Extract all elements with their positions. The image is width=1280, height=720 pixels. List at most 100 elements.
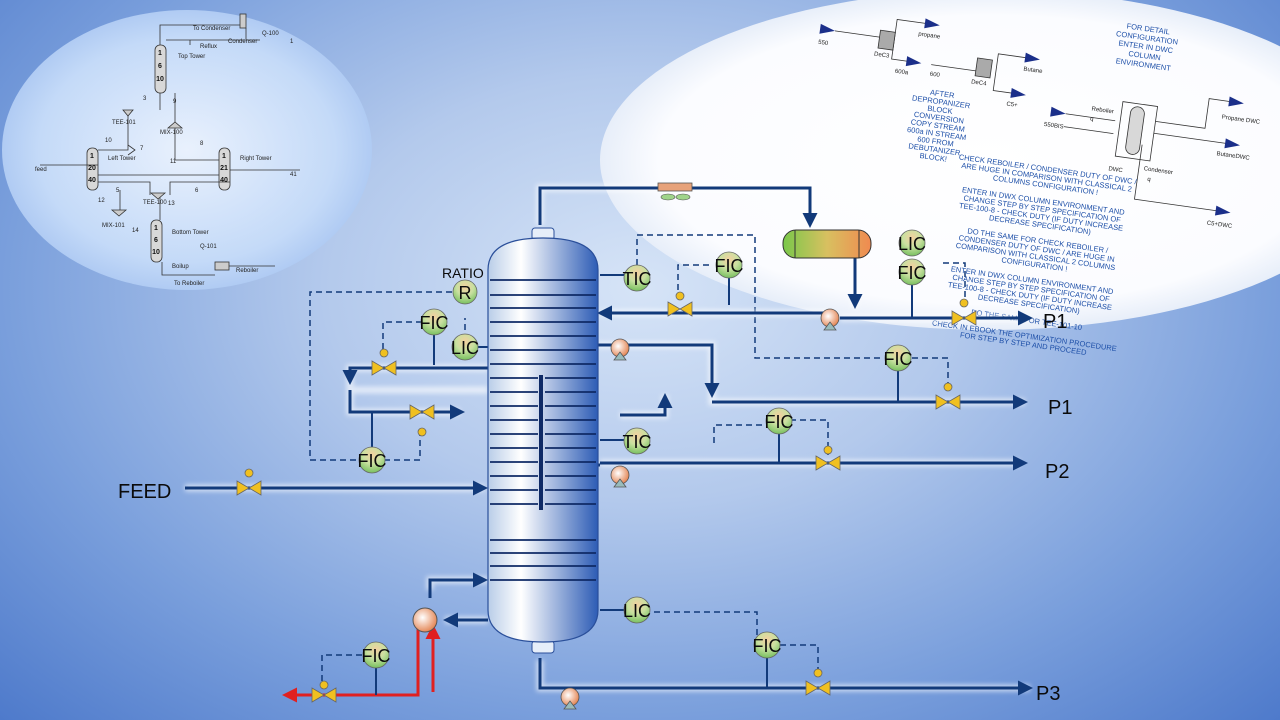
sketch-label: Reflux <box>200 44 217 50</box>
control-valves <box>236 291 977 703</box>
sketch-label: 7 <box>140 146 144 152</box>
instrument-lic-left[interactable]: LIC <box>451 333 479 361</box>
sketch-label: MIX-101 <box>102 223 125 229</box>
feed-label: FEED <box>118 481 171 503</box>
instrument-label: LIC <box>623 601 651 621</box>
sketch-label: propane <box>918 32 941 41</box>
sketch-label: DeC3 <box>874 52 891 60</box>
instrument-label: FIC <box>884 349 913 369</box>
sketch-label: To Reboiler <box>174 281 204 287</box>
instrument-tic-top[interactable]: TIC <box>623 264 652 292</box>
tower-number: 40 <box>220 177 228 184</box>
sketch-label: 6 <box>195 188 199 194</box>
sketch-label: q <box>1090 116 1094 122</box>
sketch-label: 3 <box>143 96 147 102</box>
instrument-label: FIC <box>420 313 449 333</box>
product-label-p1: P1 <box>1048 397 1072 419</box>
note-line: BLOCK! <box>919 151 948 164</box>
instrument-fic-reboiler[interactable]: FIC <box>362 641 391 669</box>
instrument-label: FIC <box>358 451 387 471</box>
instrument-tic-mid[interactable]: TIC <box>623 427 652 455</box>
sketch-label: feed <box>35 167 47 173</box>
instrument-fic-left-upper[interactable]: FIC <box>420 308 449 336</box>
valve-icon <box>371 348 397 376</box>
sketch-label: Left Tower <box>108 156 136 162</box>
instrument-lic-bottom[interactable]: LIC <box>623 596 651 624</box>
right-highlight-ellipse <box>600 0 1280 330</box>
valve-icon <box>815 445 841 471</box>
instrument-label: LIC <box>898 234 926 254</box>
process-pipes <box>185 184 1033 703</box>
instrument-fic-mid[interactable]: FIC <box>884 344 913 372</box>
pump-icon <box>610 338 630 361</box>
valve-icon <box>667 291 693 317</box>
sketch-label: Reboiler <box>236 268 258 274</box>
product-label-p3: P3 <box>1036 683 1060 705</box>
tower-number: 1 <box>90 153 94 160</box>
sketch-label: Reboiler <box>1091 106 1114 115</box>
instrument-ratio[interactable]: R <box>452 279 478 305</box>
top-left-flowsheet <box>40 13 300 276</box>
sketch-label: Bottom Tower <box>172 230 209 236</box>
instrument-fic-left-lower[interactable]: FIC <box>358 446 387 474</box>
tower-number: 21 <box>220 165 228 172</box>
valve-icon <box>311 680 337 703</box>
sketch-label: 41 <box>290 172 297 178</box>
sketch-label: Boilup <box>172 264 189 270</box>
sketch-label: 8 <box>200 141 204 147</box>
pump-icon <box>820 308 840 331</box>
valve-icon <box>951 298 977 326</box>
instrument-label: FIC <box>898 263 927 283</box>
signal-lines <box>309 234 966 685</box>
sketch-label: DWC <box>1108 166 1124 174</box>
instrument-label: FIC <box>362 646 391 666</box>
sketch-label: 11 <box>170 159 177 165</box>
sketch-label: TEE-100 <box>143 200 167 206</box>
sketch-label: 550BIS <box>1044 122 1064 131</box>
instrument-fic-bottom[interactable]: FIC <box>753 631 782 659</box>
sketch-label: Condenser <box>228 39 257 45</box>
top-left-sketch-labels: To Condenser Q-100 Reflux Condenser 1 To… <box>35 26 297 287</box>
instruments: TIC FIC LIC FIC FIC LIC R FIC TIC FIC FI… <box>358 229 927 669</box>
valve-icon <box>409 404 435 437</box>
instrument-label: LIC <box>451 338 479 358</box>
instrument-fic-drum[interactable]: FIC <box>898 258 927 286</box>
sketch-label: Butane <box>1023 67 1043 76</box>
tower-number: 10 <box>156 76 164 83</box>
instrument-fic-top-right[interactable]: FIC <box>715 251 744 279</box>
valve-icon <box>935 382 961 410</box>
left-highlight-ellipse <box>2 10 372 290</box>
sketch-label: Condenser <box>1143 166 1173 176</box>
tower-number: 10 <box>152 249 160 256</box>
instrument-label: FIC <box>753 636 782 656</box>
ratio-symbol: R <box>459 283 472 303</box>
tower-number: 1 <box>222 153 226 160</box>
sketch-label: 600 <box>929 72 940 79</box>
sketch-label: Q-100 <box>262 31 279 37</box>
top-left-tower-numbers: 1 6 10 1 20 40 1 21 40 1 6 10 <box>88 50 228 256</box>
sketch-label: Top Tower <box>178 54 205 60</box>
sketch-label: ButaneDWC <box>1216 151 1251 162</box>
tower-number: 1 <box>158 50 162 57</box>
tower-number: 20 <box>88 165 96 172</box>
sketch-label: 550 <box>818 40 829 47</box>
sketch-label: Propane DWC <box>1221 115 1261 126</box>
instrument-label: FIC <box>765 412 794 432</box>
note-line: BLOCK <box>927 104 953 116</box>
product-label-p2: P2 <box>1045 461 1069 483</box>
sketch-label: 9 <box>173 99 177 105</box>
pumps <box>560 308 840 710</box>
sketch-label: 12 <box>98 198 105 204</box>
note-line: AFTER <box>929 88 955 100</box>
sketch-label: 13 <box>168 201 175 207</box>
sketch-label: MIX-100 <box>160 130 183 136</box>
sketch-label: TEE-101 <box>112 120 136 126</box>
ratio-label: RATIO <box>442 265 484 281</box>
instrument-lic-drum[interactable]: LIC <box>898 229 926 257</box>
instrument-fic-mid2[interactable]: FIC <box>765 407 794 435</box>
sketch-label: C5+ <box>1006 101 1018 109</box>
tower-number: 1 <box>154 225 158 232</box>
tower-number: 6 <box>158 63 162 70</box>
distillation-column <box>487 227 599 654</box>
